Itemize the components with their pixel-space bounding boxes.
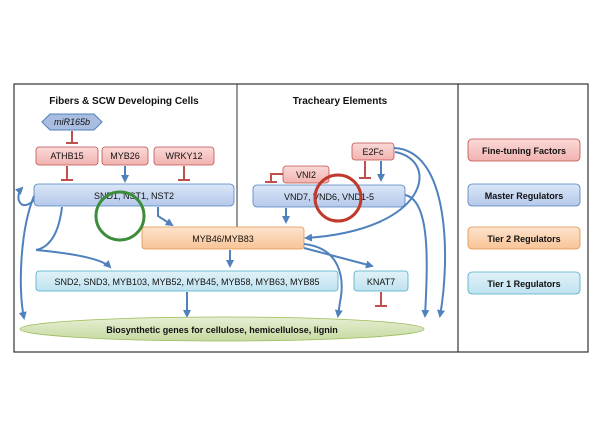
arrow-snd-biosynthetic <box>18 195 35 320</box>
highlight-circle-red <box>313 173 363 223</box>
knat7-label: KNAT7 <box>367 277 395 287</box>
fibers-section-title: Fibers & SCW Developing Cells <box>49 96 199 107</box>
arrow-myb46-biosynthetic <box>303 243 343 318</box>
legend-tier1-label: Tier 1 Regulators <box>487 279 560 289</box>
legend-fine-tuning-box <box>467 138 581 162</box>
arrow-vnd-biosynthetic <box>404 194 430 318</box>
outer-frame <box>13 83 589 353</box>
athb15-node <box>35 146 99 166</box>
vnd-label: VND7, VND6, VND1-5 <box>284 192 374 202</box>
arrow-e2fc-myb46 <box>304 151 421 242</box>
knat7-node <box>353 270 409 292</box>
legend-fine-tuning-label: Fine-tuning Factors <box>482 146 566 156</box>
tier1-row-label: SND2, SND3, MYB103, MYB52, MYB45, MYB58,… <box>54 277 319 287</box>
biosynthetic-genes-label: Biosynthetic genes for cellulose, hemice… <box>106 325 338 335</box>
legend-tier2-label: Tier 2 Regulators <box>487 234 560 244</box>
legend-tier2-box <box>467 226 581 250</box>
myb46-myb83-label: MYB46/MYB83 <box>192 234 254 244</box>
mir165b-node <box>41 113 103 131</box>
legend-tier1-box <box>467 271 581 295</box>
arrow-e2fc-biosynthetic <box>393 147 446 318</box>
wrky12-node <box>153 146 215 166</box>
arrow-myb46-knat7 <box>303 247 374 269</box>
wrky12-label: WRKY12 <box>165 151 202 161</box>
e2fc-label: E2Fc <box>362 147 384 157</box>
legend-master-box <box>467 183 581 207</box>
tracheary-section-title: Tracheary Elements <box>293 96 388 107</box>
myb26-node <box>101 146 149 166</box>
mir165b-label: miR165b <box>54 117 90 127</box>
highlight-circle-green <box>94 190 146 242</box>
arrow-snd-tier1-b <box>35 249 112 269</box>
athb15-label: ATHB15 <box>50 151 83 161</box>
biosynthetic-genes-node <box>19 316 425 342</box>
vni2-label: VNI2 <box>296 170 316 180</box>
e2fc-node <box>351 142 395 161</box>
legend-master-label: Master Regulators <box>485 191 564 201</box>
myb46-myb83-node <box>141 226 305 250</box>
tier1-row-node <box>35 270 339 292</box>
myb26-label: MYB26 <box>110 151 140 161</box>
arrow-snd-myb46 <box>157 207 174 227</box>
repression-vni2-vnd <box>270 173 283 182</box>
